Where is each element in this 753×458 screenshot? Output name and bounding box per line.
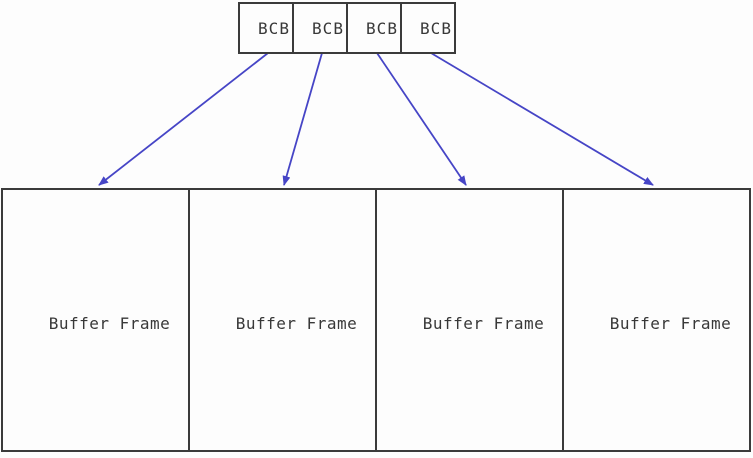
buffer-frame-row: Buffer Frame Buffer Frame Buffer Frame B… xyxy=(1,188,751,452)
buffer-frame-box-1: Buffer Frame xyxy=(1,188,190,452)
arrow-bcb3-to-frame3 xyxy=(376,52,467,186)
bcb-label: BCB xyxy=(312,18,344,38)
bcb-label: BCB xyxy=(420,18,452,38)
arrow-bcb4-to-frame4 xyxy=(430,52,654,186)
buffer-frame-label: Buffer Frame xyxy=(235,313,358,333)
buffer-frame-box-3: Buffer Frame xyxy=(375,188,564,452)
buffer-frame-label: Buffer Frame xyxy=(422,313,545,333)
arrow-bcb1-to-frame1 xyxy=(98,52,269,186)
bcb-row: BCB BCB BCB BCB xyxy=(238,2,456,54)
bcb-box-2: BCB xyxy=(292,2,348,54)
buffer-frame-label: Buffer Frame xyxy=(609,313,732,333)
buffer-frame-label: Buffer Frame xyxy=(48,313,171,333)
buffer-frame-box-4: Buffer Frame xyxy=(562,188,751,452)
bcb-box-4: BCB xyxy=(400,2,456,54)
bcb-label: BCB xyxy=(258,18,290,38)
arrow-bcb2-to-frame2 xyxy=(282,52,323,186)
buffer-frame-box-2: Buffer Frame xyxy=(188,188,377,452)
bcb-label: BCB xyxy=(366,18,398,38)
bcb-box-3: BCB xyxy=(346,2,402,54)
bcb-box-1: BCB xyxy=(238,2,294,54)
